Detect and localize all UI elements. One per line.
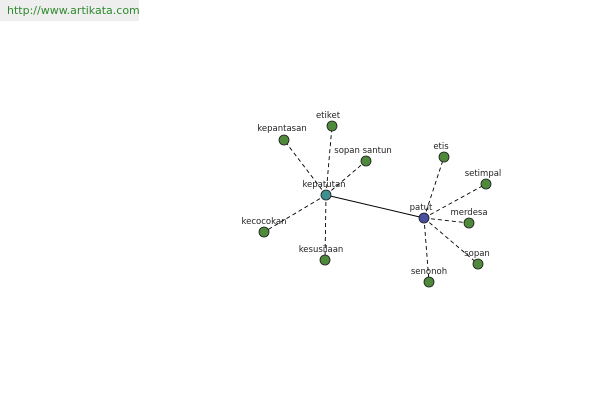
- label-senonoh: senonoh: [411, 267, 447, 277]
- edge-patut-sopan: [423, 217, 479, 265]
- edge-patut-merdesa: [423, 217, 470, 224]
- label-patut: patut: [410, 203, 433, 213]
- label-kesusilaan: kesusilaan: [299, 245, 344, 255]
- site-url: http://www.artikata.com: [7, 4, 140, 17]
- edge-kepatutan-kepantasan: [283, 139, 327, 196]
- label-kecocokan: kecocokan: [242, 217, 287, 227]
- node-kecocokan[interactable]: [258, 226, 270, 238]
- node-kepatutan[interactable]: [320, 189, 332, 201]
- node-setimpal[interactable]: [480, 178, 492, 190]
- edge-kepatutan-kecocokan: [263, 194, 327, 233]
- node-sopan-santun[interactable]: [360, 155, 372, 167]
- edge-kepatutan-etiket: [325, 125, 333, 196]
- edge-patut-etis: [423, 156, 445, 219]
- label-etis: etis: [433, 142, 449, 152]
- node-kesusilaan[interactable]: [319, 254, 331, 266]
- label-kepatutan: kepatutan: [302, 180, 345, 190]
- edge-kepatutan-kesusilaan: [324, 194, 327, 261]
- label-merdesa: merdesa: [450, 208, 487, 218]
- node-etiket[interactable]: [326, 120, 338, 132]
- node-patut[interactable]: [418, 212, 430, 224]
- label-sopan: sopan: [464, 249, 490, 259]
- edge-kepatutan-sopan-santun: [325, 160, 367, 196]
- edge-patut-senonoh: [423, 217, 430, 283]
- edge-patut-setimpal: [423, 183, 487, 219]
- node-sopan[interactable]: [472, 258, 484, 270]
- node-merdesa[interactable]: [463, 217, 475, 229]
- label-etiket: etiket: [316, 111, 341, 121]
- edge-kepatutan-patut: [325, 194, 425, 219]
- node-senonoh[interactable]: [423, 276, 435, 288]
- label-kepantasan: kepantasan: [257, 124, 306, 134]
- label-setimpal: setimpal: [465, 169, 502, 179]
- label-sopan-santun: sopan santun: [334, 146, 391, 156]
- node-kepantasan[interactable]: [278, 134, 290, 146]
- node-etis[interactable]: [438, 151, 450, 163]
- watermark-bar: http://www.artikata.com: [0, 0, 140, 21]
